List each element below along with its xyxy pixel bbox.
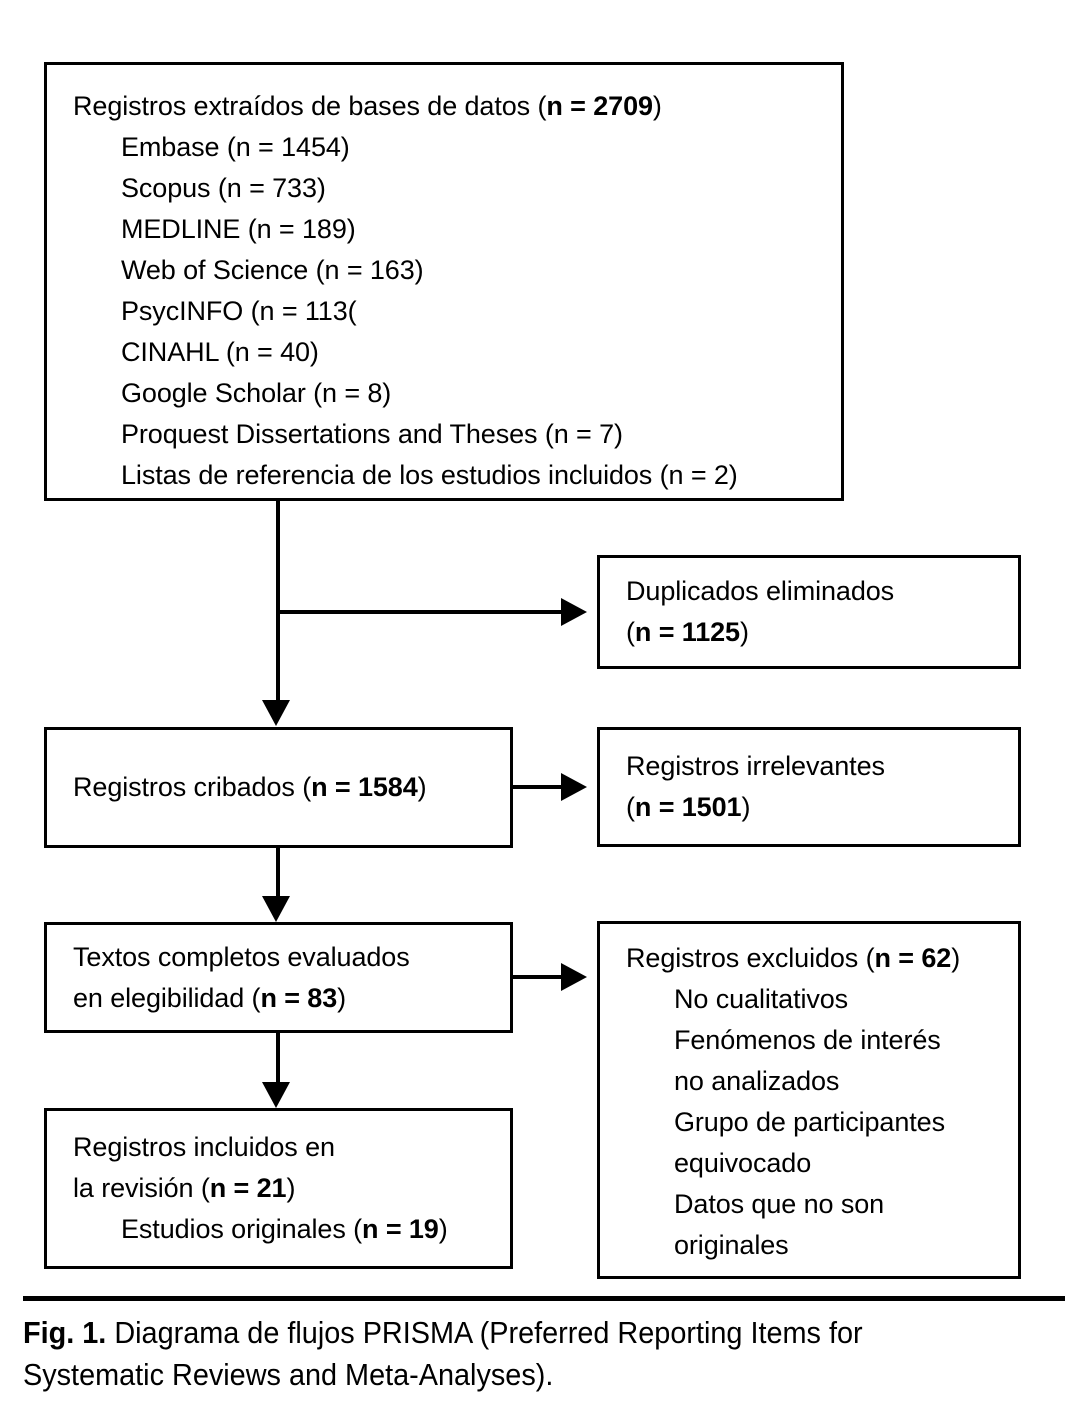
fulltext-paren-close: ) — [337, 982, 347, 1013]
irrelevant-paren-close: ) — [741, 792, 751, 822]
records-included-count-line: la revisión (n = 21) — [73, 1168, 510, 1209]
records-included-review-label: la revisión ( — [73, 1173, 210, 1203]
records-identified-heading: Registros extraídos de bases de datos (n… — [73, 86, 841, 127]
connector-sources-to-screened-arrow — [262, 700, 290, 726]
exclusion-reason-line-4: Grupo de participantes — [674, 1107, 945, 1137]
source-item-medline: MEDLINE (n = 189) — [121, 214, 356, 244]
figure-label: Fig. 1. — [23, 1315, 107, 1350]
source-item-reference-lists: Listas de referencia de los estudios inc… — [121, 460, 738, 490]
connector-screened-to-irrelevant-line — [513, 785, 561, 789]
source-item-cinahl: CINAHL (n = 40) — [121, 337, 319, 367]
records-identified-heading-close: ) — [652, 91, 662, 121]
caption-divider — [23, 1296, 1065, 1301]
box-records-excluded-lines: Registros excluidos (n = 62) No cualitat… — [600, 924, 1018, 1266]
records-screened-line: Registros cribados (n = 1584) — [73, 767, 510, 808]
box-records-included: Registros incluidos en la revisión (n = … — [44, 1108, 513, 1269]
box-records-included-lines: Registros incluidos en la revisión (n = … — [47, 1127, 510, 1250]
records-excluded-count: n = 62 — [874, 943, 952, 973]
duplicates-count: n = 1125 — [634, 617, 740, 647]
irrelevant-paren-open: ( — [626, 792, 635, 822]
records-screened-label: Registros cribados ( — [73, 772, 312, 802]
exclusion-reason-line-3: no analizados — [674, 1066, 840, 1096]
fulltext-eligibility-label: en elegibilidad ( — [73, 982, 261, 1013]
exclusion-reason-line-1: No cualitativos — [674, 984, 849, 1014]
fulltext-assessed-label: Textos completos evaluados — [73, 941, 410, 972]
duplicates-paren-open: ( — [626, 617, 635, 647]
connector-screened-to-irrelevant-arrow — [561, 773, 587, 801]
records-excluded-label: Registros excluidos ( — [626, 943, 875, 973]
box-duplicates-removed-lines: Duplicados eliminados (n = 1125) — [600, 571, 1018, 653]
exclusion-reason-line-5: equivocado — [674, 1148, 812, 1178]
connector-fulltext-to-included-line — [276, 1033, 280, 1082]
exclusion-reason-line-2: Fenómenos de interés — [674, 1025, 941, 1055]
box-records-identified-lines: Registros extraídos de bases de datos (n… — [47, 65, 841, 496]
connector-sources-to-duplicates-line — [276, 610, 561, 614]
records-excluded-paren-close: ) — [951, 943, 961, 973]
records-included-paren-close: ) — [286, 1173, 296, 1203]
exclusion-reason-line-7: originales — [674, 1230, 789, 1260]
box-records-excluded: Registros excluidos (n = 62) No cualitat… — [597, 921, 1021, 1279]
source-item-psycinfo: PsycINFO (n = 113( — [121, 296, 357, 326]
source-item-proquest: Proquest Dissertations and Theses (n = 7… — [121, 419, 623, 449]
connector-fulltext-to-included-arrow — [262, 1082, 290, 1108]
figure-caption: Fig. 1. Diagrama de flujos PRISMA (Prefe… — [23, 1312, 992, 1396]
box-fulltext-assessed-lines: Textos completos evaluados en elegibilid… — [47, 937, 510, 1019]
connector-sources-to-duplicates-arrow — [561, 598, 587, 626]
duplicates-removed-count-line: (n = 1125) — [626, 612, 1018, 653]
records-screened-count: n = 1584 — [311, 772, 418, 802]
connector-fulltext-to-excluded-arrow — [561, 963, 587, 991]
box-fulltext-assessed: Textos completos evaluados en elegibilid… — [44, 922, 513, 1033]
connector-fulltext-to-excluded-line — [513, 975, 561, 979]
box-records-irrelevant: Registros irrelevantes (n = 1501) — [597, 727, 1021, 847]
connector-sources-to-screened-line — [276, 501, 280, 700]
box-records-identified: Registros extraídos de bases de datos (n… — [44, 62, 844, 501]
box-records-screened: Registros cribados (n = 1584) — [44, 727, 513, 848]
duplicates-removed-label: Duplicados eliminados — [626, 576, 895, 606]
records-excluded-heading: Registros excluidos (n = 62) — [626, 938, 1018, 979]
source-item-google-scholar: Google Scholar (n = 8) — [121, 378, 392, 408]
records-screened-paren-close: ) — [417, 772, 427, 802]
original-studies-label: Estudios originales ( — [121, 1214, 363, 1244]
source-item-web-of-science: Web of Science (n = 163) — [121, 255, 424, 285]
original-studies-paren-close: ) — [438, 1214, 448, 1244]
box-records-irrelevant-lines: Registros irrelevantes (n = 1501) — [600, 746, 1018, 828]
original-studies-count: n = 19 — [362, 1214, 439, 1244]
box-records-screened-lines: Registros cribados (n = 1584) — [47, 767, 510, 808]
records-identified-heading-text: Registros extraídos de bases de datos ( — [73, 91, 547, 121]
records-included-label: Registros incluidos en — [73, 1132, 335, 1162]
records-included-count: n = 21 — [209, 1173, 287, 1203]
figure-caption-text: Diagrama de flujos PRISMA (Preferred Rep… — [23, 1315, 863, 1392]
original-studies-line: Estudios originales (n = 19) — [73, 1209, 510, 1250]
irrelevant-count: n = 1501 — [634, 792, 742, 822]
fulltext-count: n = 83 — [260, 982, 338, 1013]
connector-screened-to-fulltext-line — [276, 848, 280, 896]
exclusion-reason-line-6: Datos que no son — [674, 1189, 885, 1219]
duplicates-paren-close: ) — [739, 617, 749, 647]
connector-screened-to-fulltext-arrow — [262, 896, 290, 922]
fulltext-assessed-count-line: en elegibilidad (n = 83) — [73, 978, 510, 1019]
records-irrelevant-count-line: (n = 1501) — [626, 787, 1018, 828]
box-duplicates-removed: Duplicados eliminados (n = 1125) — [597, 555, 1021, 669]
records-irrelevant-label: Registros irrelevantes — [626, 751, 885, 781]
source-item-embase: Embase (n = 1454) — [121, 132, 350, 162]
records-identified-count: n = 2709 — [546, 91, 653, 121]
source-item-scopus: Scopus (n = 733) — [121, 173, 326, 203]
